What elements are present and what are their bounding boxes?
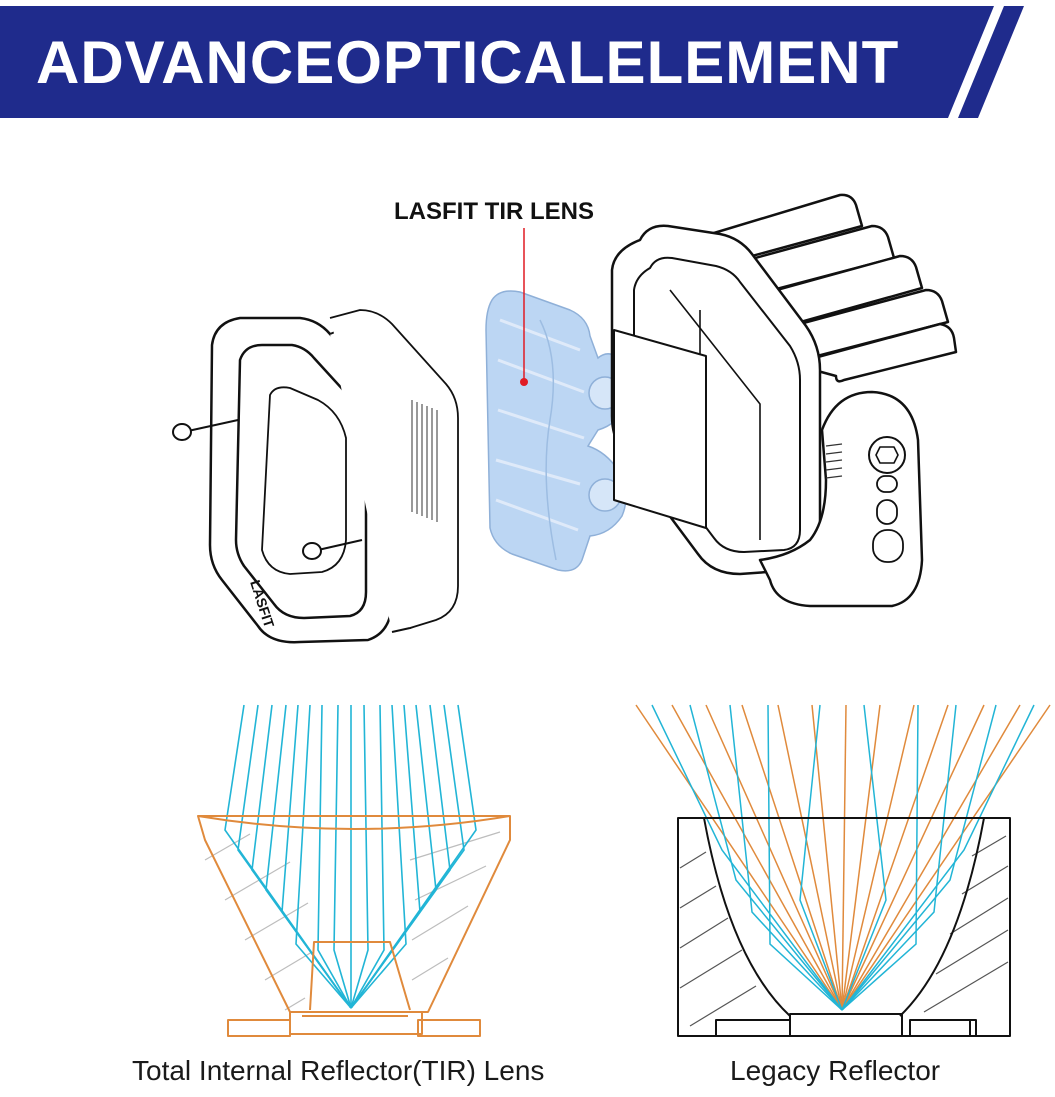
banner-background <box>0 6 1024 118</box>
screw-icon <box>172 419 363 560</box>
tir-caption: Total Internal Reflector(TIR) Lens <box>132 1055 545 1086</box>
front-bezel <box>208 309 459 644</box>
tir-lens <box>485 290 632 572</box>
bracket-ridges <box>825 443 843 479</box>
light-housing <box>610 193 958 608</box>
legacy-orange-rays <box>635 704 1051 1011</box>
lens-pointer-dot <box>520 378 528 386</box>
bezel-texture <box>411 400 438 522</box>
legacy-hatching <box>679 835 1009 1027</box>
legacy-reflector-outline <box>677 817 1011 1037</box>
banner-slash <box>958 6 1024 118</box>
legacy-blue-rays <box>651 704 1035 1011</box>
tir-lens-outline <box>197 815 511 1037</box>
tir-hatching <box>204 831 501 1011</box>
lens-label: LASFIT TIR LENS <box>394 198 594 225</box>
banner-fill <box>0 6 994 118</box>
legacy-caption: Legacy Reflector <box>730 1055 941 1086</box>
title-banner: ADVANCEOPTICALELEMENT <box>0 0 1055 125</box>
banner-title: ADVANCEOPTICALELEMENT <box>36 29 900 96</box>
